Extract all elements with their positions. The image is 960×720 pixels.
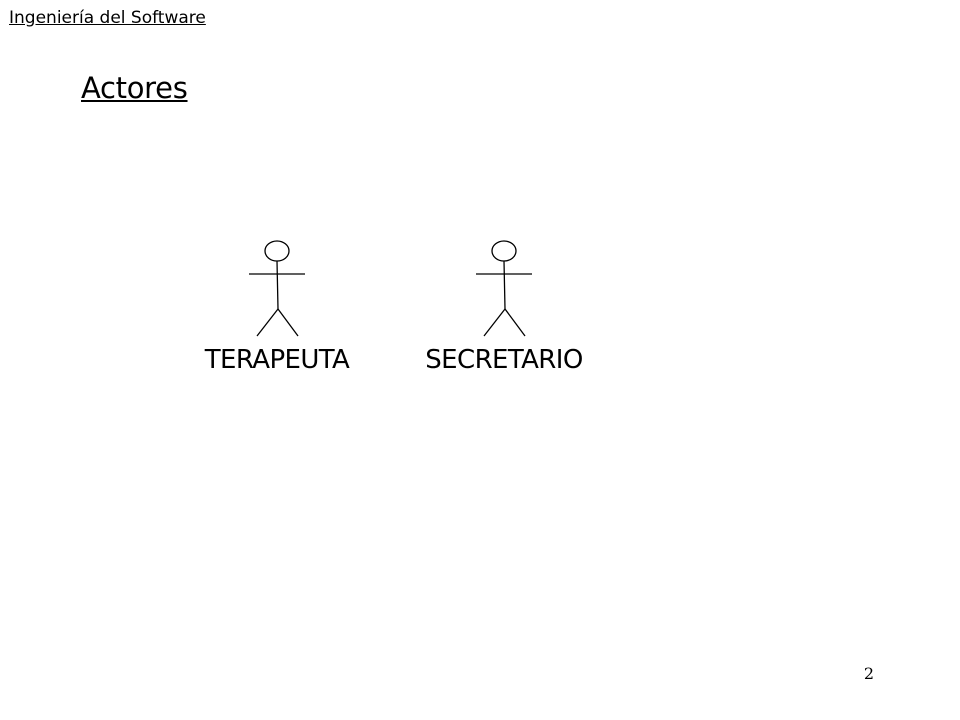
page-number: 2: [863, 664, 874, 683]
actor-label: SECRETARIO: [425, 345, 583, 375]
actor-label: TERAPEUTA: [204, 345, 350, 375]
stick-figure-icon: [476, 240, 532, 337]
stick-figure-icon: [249, 240, 305, 337]
page-title: Actores: [81, 71, 188, 105]
course-title: Ingeniería del Software: [9, 8, 206, 28]
